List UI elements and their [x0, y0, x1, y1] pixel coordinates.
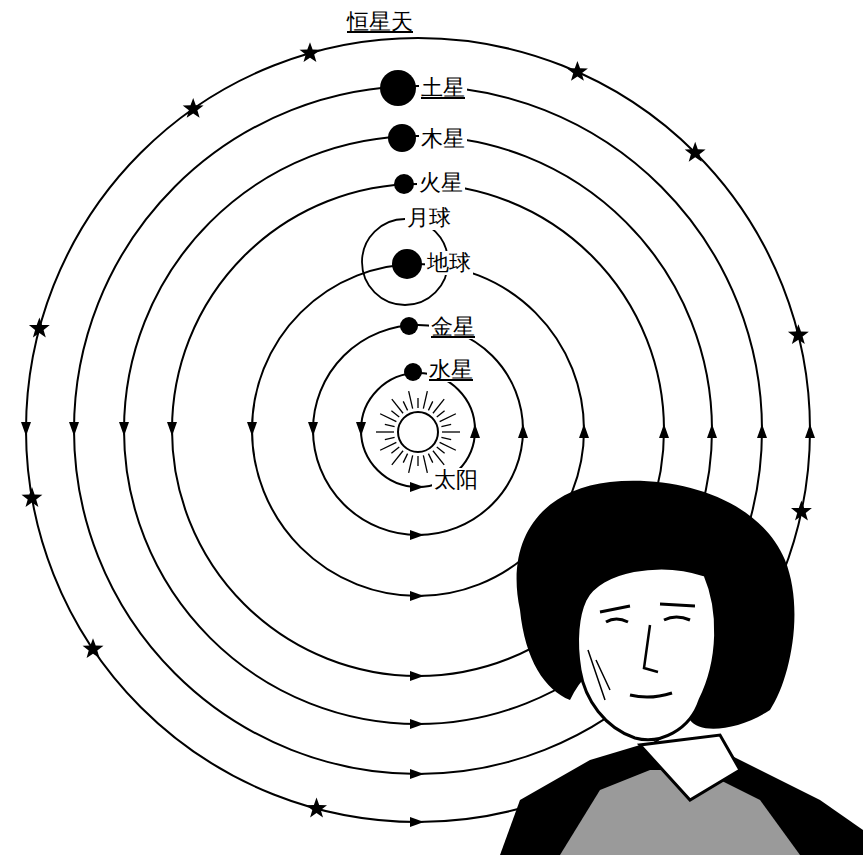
sun-ray: [433, 451, 444, 465]
sun: [376, 391, 460, 473]
orbit-arrow: [805, 424, 815, 438]
star-symbol: [183, 98, 204, 118]
star-symbol: [788, 324, 809, 344]
sun-ray: [403, 454, 407, 463]
sun-ray: [423, 391, 427, 409]
sky-label: 恒星天: [345, 10, 415, 34]
sun-ray: [428, 454, 432, 463]
sun-ray: [428, 401, 432, 410]
sun-ray: [417, 398, 418, 408]
orbit-arrow: [757, 424, 767, 438]
orbit-arrow: [167, 422, 177, 436]
mars-dot: [394, 174, 414, 194]
fixed-stars: [22, 42, 812, 817]
copernicus-portrait: [500, 481, 863, 855]
jupiter-dot: [388, 124, 416, 152]
sun-ray: [423, 455, 427, 473]
sun-ray: [380, 442, 396, 450]
sun-ray: [441, 437, 451, 439]
sun-ray: [392, 399, 403, 413]
orbit-circle: [74, 86, 762, 774]
orbits: [26, 38, 810, 822]
sun-ray: [409, 391, 413, 409]
star-symbol: [685, 142, 706, 162]
sun-ray: [417, 456, 418, 466]
sun-ray: [440, 414, 456, 422]
sun-ray: [380, 414, 396, 422]
orbit-arrow: [518, 424, 528, 438]
orbit-arrow: [247, 422, 257, 436]
orbit-arrow: [659, 424, 669, 438]
sun-ray: [437, 411, 445, 417]
mercury-dot: [404, 363, 422, 381]
planet-label: 水星: [427, 358, 475, 382]
moon-label: 月球: [405, 206, 453, 230]
star-symbol: [29, 318, 50, 338]
sun-ray: [391, 447, 399, 453]
orbit-arrow: [69, 422, 79, 436]
star-symbol: [83, 638, 104, 658]
orbit-arrow: [410, 817, 424, 827]
orbit-arrow: [21, 422, 31, 436]
planet-label: 金星: [429, 315, 477, 339]
sun-ray: [409, 455, 413, 473]
star-symbol: [306, 798, 327, 818]
saturn-dot: [380, 70, 416, 106]
sun-ray: [385, 424, 395, 426]
orbit-arrow: [410, 530, 424, 540]
sun-ray: [433, 399, 444, 413]
orbit-circle: [26, 38, 810, 822]
orbit-arrow: [119, 422, 129, 436]
sun-ray: [391, 411, 399, 417]
sun-ray: [385, 437, 395, 439]
planet-label: 木星: [419, 127, 467, 151]
orbit-arrow: [410, 591, 424, 601]
star-symbol: [791, 501, 812, 521]
sun-ray: [441, 424, 451, 426]
sun-ray: [403, 401, 407, 410]
sun-label: 太阳: [432, 468, 480, 492]
star-symbol: [567, 61, 588, 81]
sun-ray: [442, 431, 460, 432]
orbit-circle: [313, 325, 523, 535]
orbit-arrow: [410, 671, 424, 681]
earth-dot: [392, 249, 422, 279]
sun-ray: [440, 442, 456, 450]
sun-ray: [392, 451, 403, 465]
orbit-arrow: [308, 422, 318, 436]
orbit-arrow: [356, 422, 366, 436]
orbit-arrow: [410, 719, 424, 729]
planet-label: 地球: [425, 251, 473, 275]
orbit-arrow: [707, 424, 717, 438]
sun-ray: [376, 431, 394, 432]
star-symbol: [300, 42, 321, 62]
orbit-arrow: [410, 482, 424, 492]
orbit-arrow: [470, 424, 480, 438]
orbit-arrow: [410, 769, 424, 779]
planet-label: 土星: [419, 76, 467, 100]
orbit-arrow: [579, 424, 589, 438]
star-symbol: [22, 487, 43, 507]
planet-label: 火星: [417, 171, 465, 195]
orbit-arrows: [21, 422, 815, 827]
venus-dot: [400, 317, 418, 335]
sun-ray: [437, 447, 445, 453]
